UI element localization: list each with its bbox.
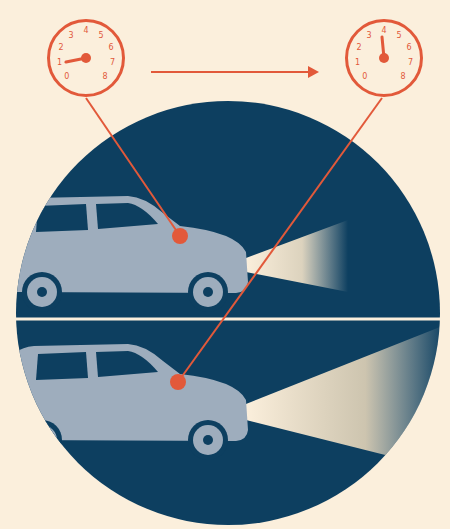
dial-number: 4 [83, 27, 88, 35]
gauge-dial: 01 23 4 56 78 [47, 19, 125, 97]
headlight-beam [246, 325, 445, 470]
dial-number: 7 [408, 59, 413, 67]
dial-number: 2 [59, 44, 64, 52]
gauge-needle [66, 58, 86, 62]
car [10, 344, 248, 460]
gauge-dial: 01 23 4 56 78 [345, 19, 423, 97]
gauge-hub [379, 53, 389, 63]
sensor-dot [170, 374, 186, 390]
dial-number: 8 [103, 73, 108, 81]
car [10, 196, 248, 312]
gauge-hub [81, 53, 91, 63]
divider-line [14, 318, 442, 321]
sensor-dot [172, 228, 188, 244]
dial-number: 4 [381, 27, 386, 35]
dial-number: 5 [98, 32, 103, 40]
leader-line [86, 98, 180, 236]
dial-number: 7 [110, 59, 115, 67]
dial-number: 0 [64, 73, 69, 81]
dial-number: 8 [401, 73, 406, 81]
dial-number: 3 [366, 32, 371, 40]
dial-number: 1 [57, 59, 62, 67]
dial-number: 6 [406, 44, 411, 52]
dial-number: 1 [355, 59, 360, 67]
arrow-line [151, 71, 311, 73]
background-circle [16, 101, 440, 525]
dial-number: 5 [396, 32, 401, 40]
dial-number: 6 [108, 44, 113, 52]
leader-line [178, 98, 382, 382]
arrow-head [308, 66, 319, 78]
transition-arrow [151, 66, 319, 78]
gauge-needle [382, 37, 384, 58]
dial-number: 2 [357, 44, 362, 52]
dial-number: 0 [362, 73, 367, 81]
dial-number: 3 [68, 32, 73, 40]
headlight-beam [246, 220, 348, 292]
